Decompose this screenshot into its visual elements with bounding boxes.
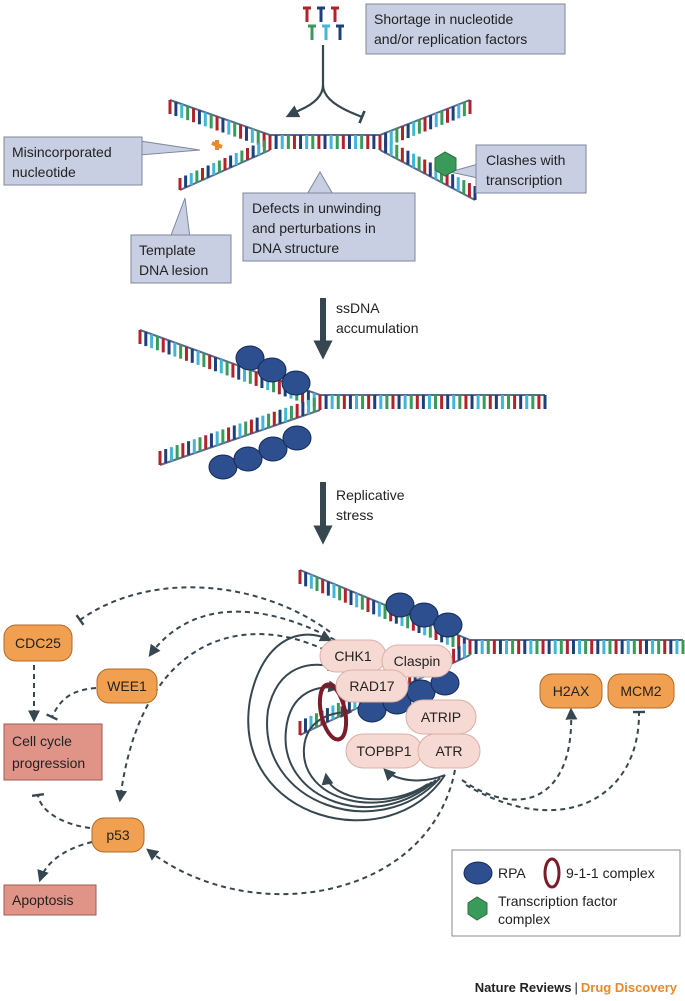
callout-shortage: Shortage in nucleotide and/or replicatio… [365,3,566,55]
atrip-node: ATRIP [405,699,477,735]
dna-strand [318,394,547,409]
misincorporated-nucleotide-icon [211,140,223,150]
cell-cycle-node: Cell cycle progression [3,723,103,781]
legend: RPA 9-1-1 complex Transcription factor c… [451,849,681,937]
targets: CDC25 WEE1 p53 H2AX MCM2 [3,624,675,853]
dna-strand [378,99,472,149]
rad17-label: RAD17 [349,678,394,694]
rpa-icon [409,602,439,628]
dna-strand [268,134,382,149]
atr-node: ATR [417,733,481,769]
mcm2-label: MCM2 [620,683,661,699]
chk1-label: CHK1 [334,648,372,664]
nine-one-one-clamp-icon [317,682,349,742]
callout-clashes-line1: Clashes with [486,152,565,168]
shortage-arrows [285,45,366,124]
atr-loop-arrows [247,630,446,822]
rpa-icon [208,454,238,480]
h2ax-node: H2AX [539,673,603,709]
step-arrow-ssdna: ssDNA accumulation [313,298,419,360]
callout-misincorporated: Misincorporated nucleotide [3,136,201,186]
rpa-icon [282,425,312,451]
dna-strand [178,138,272,191]
dna-strand [138,329,322,409]
legend-rpa-label: RPA [498,865,526,881]
rad17-node: RAD17 [335,669,409,703]
rpa-icon [281,370,311,396]
footer-section: Drug Discovery [580,980,677,995]
wee1-label: WEE1 [107,678,147,694]
step-ssdna-line2: accumulation [336,320,419,336]
atr-complex: CHK1 Claspin RAD17 ATRIP TOPBP1 ATR [319,639,481,769]
dna-strand [168,99,272,149]
callout-shortage-line1: Shortage in nucleotide [374,11,514,27]
topbp1-label: TOPBP1 [357,743,412,759]
callout-shortage-line2: and/or replication factors [374,31,527,47]
chk1-node: CHK1 [319,639,387,673]
footer-journal: Nature Reviews [474,980,572,995]
step-replicative-line2: stress [336,507,373,523]
rpa-icon [385,592,415,618]
callout-template-line2: DNA lesion [139,262,208,278]
mcm2-node: MCM2 [607,673,675,709]
dna-strand [468,639,685,654]
legend-tf-line2: complex [498,911,550,927]
callout-template-line1: Template [139,242,196,258]
callout-defects-line1: Defects in unwinding [252,200,381,216]
callout-template: Template DNA lesion [130,197,232,284]
cdc25-node: CDC25 [3,624,73,662]
step-arrow-replicative: Replicative stress [313,482,405,545]
legend-tf-line1: Transcription factor [498,893,618,909]
callout-defects-line2: and perturbations in [252,220,376,236]
callout-defects: Defects in unwinding and perturbations i… [242,171,416,262]
legend-nine-one-one-icon [543,857,561,889]
rpa-middle [208,345,312,480]
legend-nine-one-one-label: 9-1-1 complex [566,865,655,881]
legend-transcription-factor-icon [467,896,488,921]
apoptosis-node: Apoptosis [3,884,97,916]
transcription-factor-icon [434,151,457,177]
rpa-icon [235,345,265,371]
nucleotide-icon [303,6,344,40]
cdc25-label: CDC25 [15,635,61,651]
outcomes: Cell cycle progression Apoptosis [3,723,103,916]
cell-cycle-line2: progression [12,755,85,771]
claspin-label: Claspin [394,653,441,669]
wee1-node: WEE1 [96,668,158,704]
dna-strand [378,136,477,201]
p53-label: p53 [106,827,130,843]
rpa-icon [258,436,288,462]
rpa-icon [433,612,463,638]
callout-misincorporated-line1: Misincorporated [12,144,112,160]
footer-credit: Nature Reviews|Drug Discovery [475,980,677,995]
claspin-node: Claspin [381,644,453,678]
rpa-icon [233,446,263,472]
h2ax-label: H2AX [553,683,590,699]
atr-label: ATR [436,743,463,759]
dna-strand [298,569,472,654]
cell-cycle-line1: Cell cycle [12,733,72,749]
topbp1-node: TOPBP1 [345,733,423,769]
apoptosis-label: Apoptosis [12,892,73,908]
rpa-icon [257,357,287,383]
atrip-label: ATRIP [421,709,461,725]
callout-clashes-line2: transcription [486,172,562,188]
step-ssdna-line1: ssDNA [336,300,380,316]
callout-misincorporated-line2: nucleotide [12,164,76,180]
step-replicative-line1: Replicative [336,487,405,503]
footer-separator: | [574,980,578,995]
callout-defects-line3: DNA structure [252,240,339,256]
free-nucleotides [303,6,344,40]
dna-strand [158,396,322,466]
legend-rpa-icon [463,861,493,885]
callout-clashes: Clashes with transcription [449,144,587,194]
p53-node: p53 [91,817,145,853]
